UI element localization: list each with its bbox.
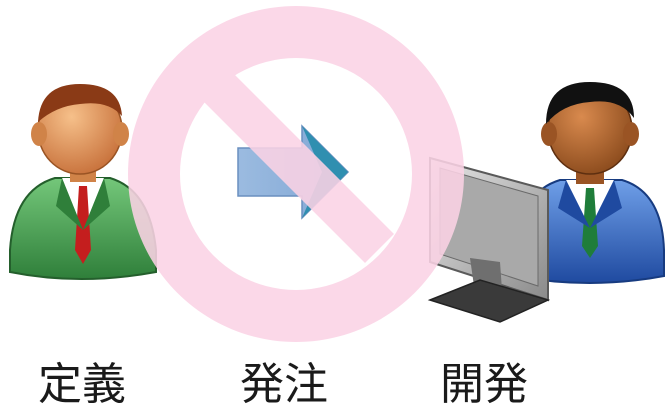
label-define: 定義 — [38, 359, 126, 410]
label-develop: 開発 — [440, 359, 528, 410]
label-order: 発注 — [240, 359, 328, 410]
businessman-green-icon — [9, 84, 157, 280]
prohibition-sign-icon — [128, 6, 465, 342]
businessman-blue-icon — [514, 82, 665, 284]
